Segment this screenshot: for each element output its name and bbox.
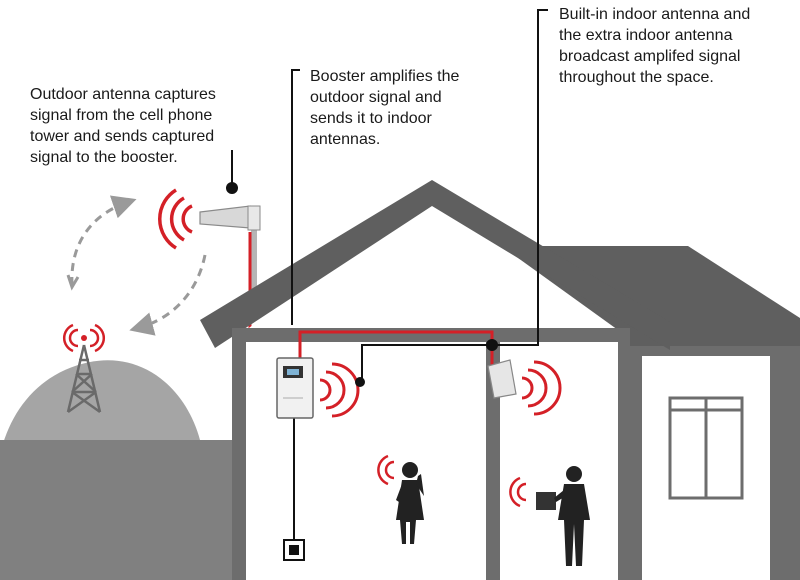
- annex-wall-right: [778, 346, 800, 580]
- booster-caption: Booster amplifies the outdoor signal and…: [310, 68, 460, 148]
- tower-tip: [81, 335, 87, 341]
- indoor-antenna-caption: Built-in indoor antenna and the extra in…: [559, 6, 751, 86]
- power-outlet-icon: [283, 539, 305, 561]
- outdoor-signal-waves-icon: [158, 188, 193, 250]
- ceiling-antenna-icon: [487, 359, 517, 399]
- leader-lines: [231, 9, 548, 380]
- outdoor-antenna-caption: Outdoor antenna captures signal from the…: [30, 86, 216, 166]
- booster-leader-dot: [355, 377, 365, 387]
- annex-window: [668, 396, 744, 500]
- tower-signal-waves-icon: [63, 323, 105, 353]
- attic: [246, 196, 618, 330]
- indoor-leader-dot: [486, 339, 498, 351]
- cell-tower-icon: [66, 344, 102, 414]
- person-on-phone-icon: [396, 462, 424, 544]
- booster-signal-waves-icon: [319, 362, 360, 418]
- outdoor-leader-dot: [226, 182, 238, 194]
- person1-signal-waves-icon: [377, 454, 395, 486]
- signal-booster-icon: [276, 357, 314, 419]
- dashed-arrow-tail: [66, 274, 80, 291]
- main-roof: [200, 180, 670, 350]
- person2-signal-waves-icon: [509, 476, 527, 508]
- ceiling-signal-waves-icon: [521, 360, 562, 416]
- person-with-tablet-icon: [536, 466, 590, 566]
- outdoor-antenna-icon: [199, 205, 261, 231]
- attic-floor: [232, 328, 630, 342]
